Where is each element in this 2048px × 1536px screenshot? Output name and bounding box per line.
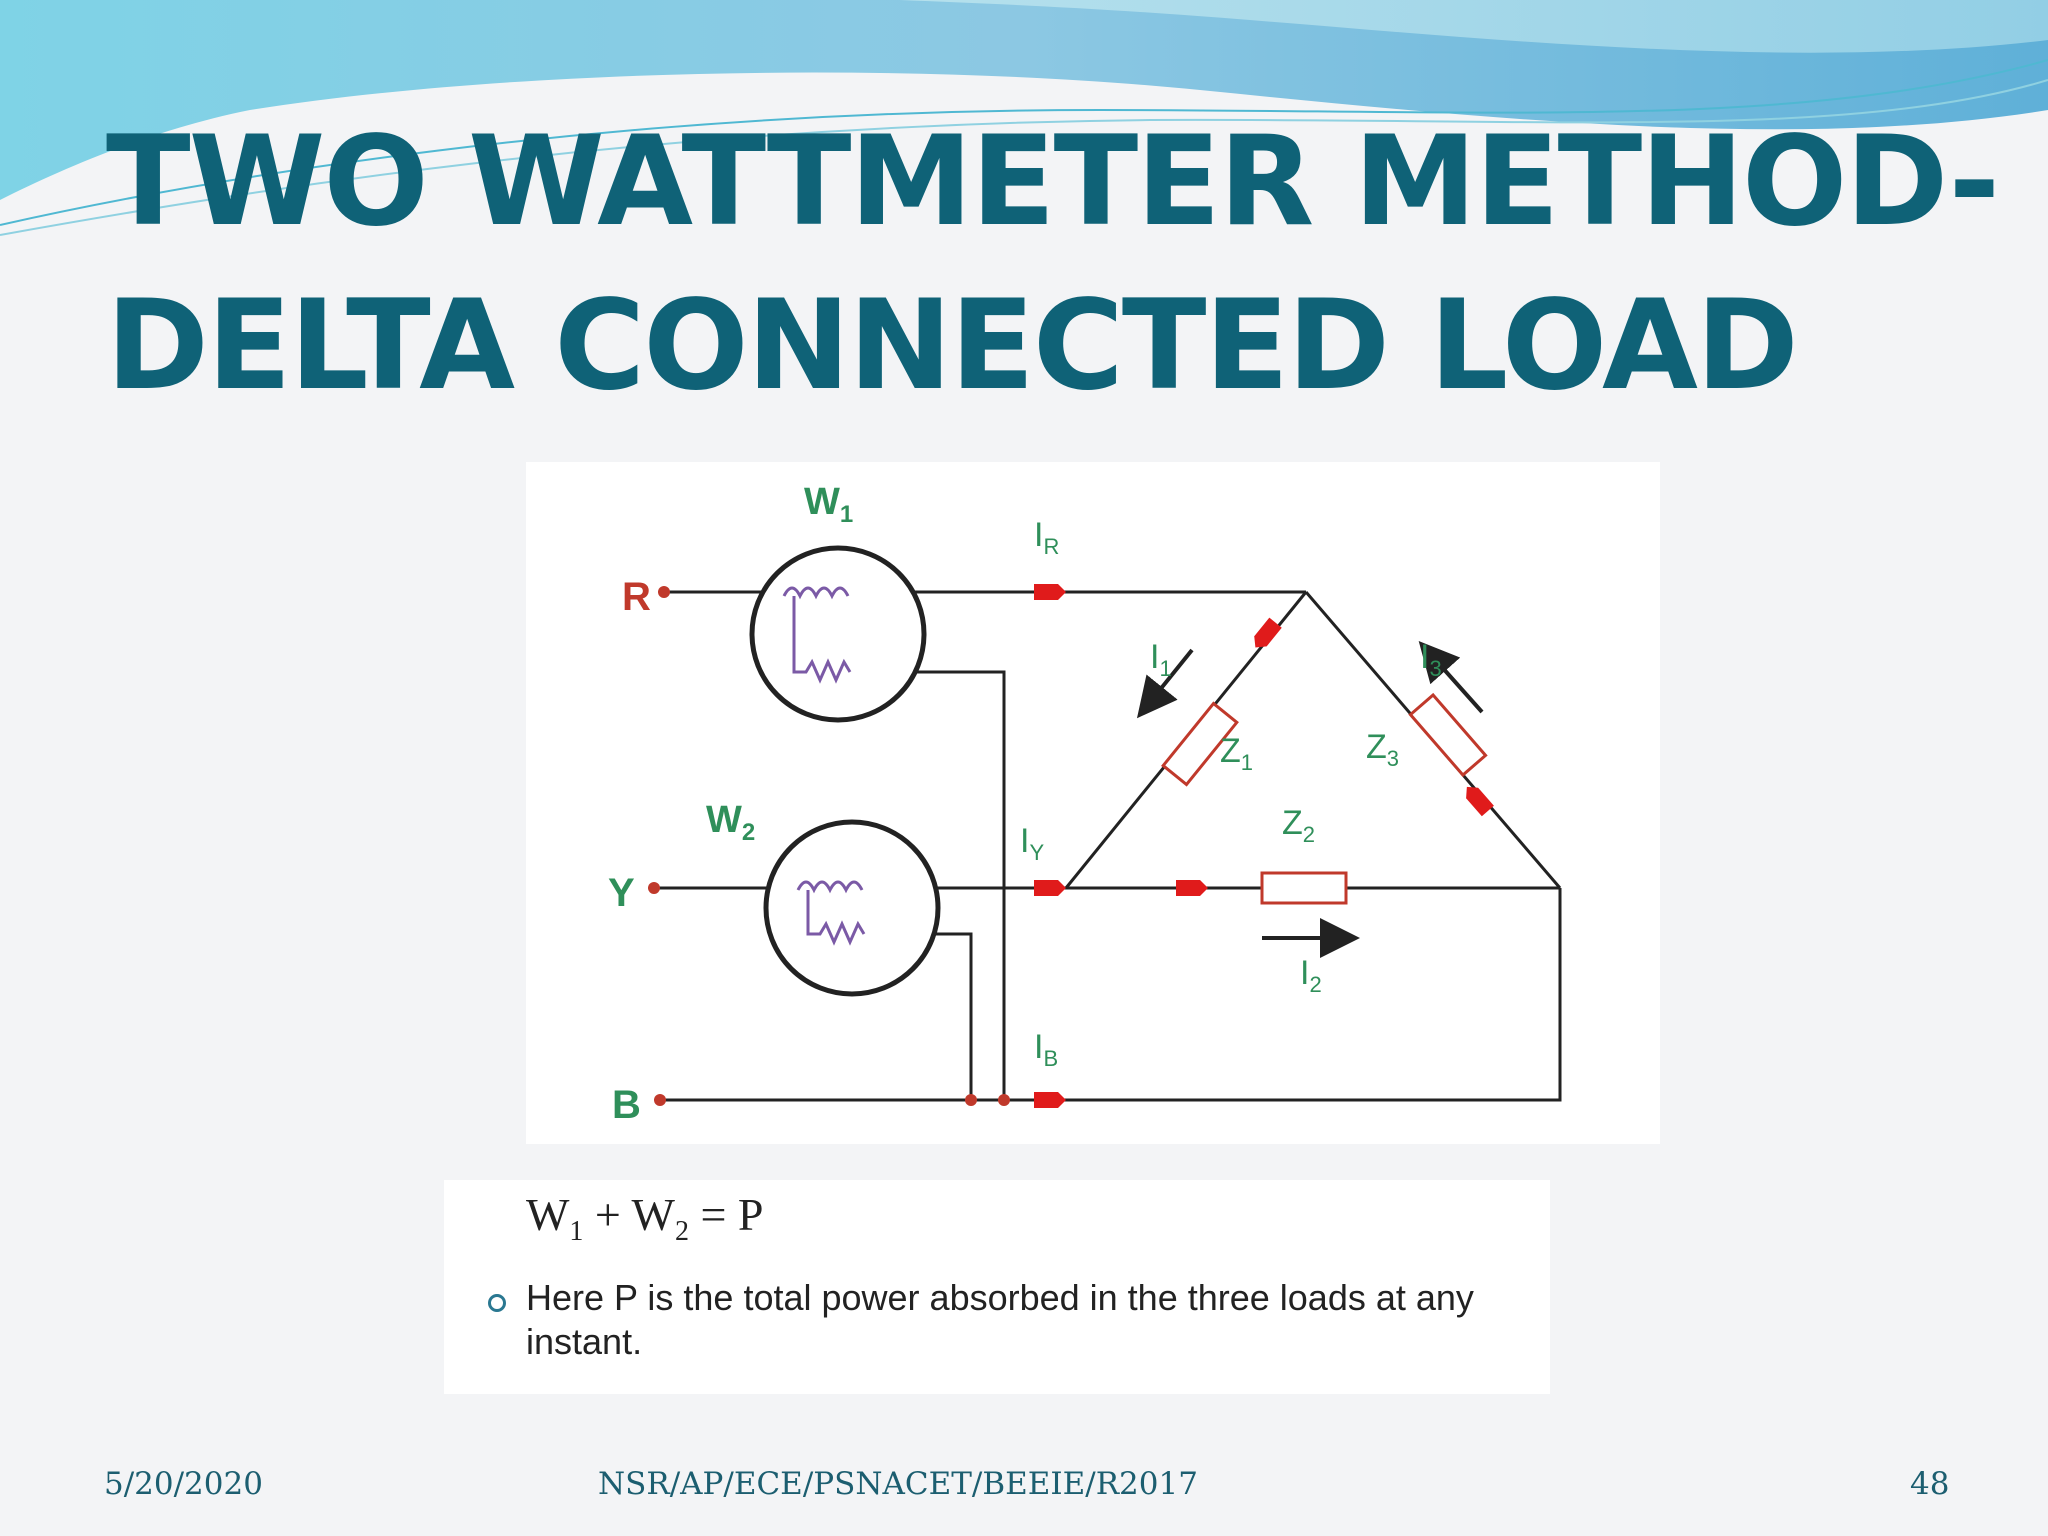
arrow-i2-branch bbox=[1176, 880, 1208, 896]
pressure-coil-w1 bbox=[792, 596, 852, 684]
branch-current-label-i1: I1 bbox=[1150, 638, 1172, 681]
formula-panel: W1 + W2 = P Here P is the total power ab… bbox=[444, 1180, 1550, 1394]
current-coil-w1 bbox=[782, 586, 850, 600]
impedance-z2 bbox=[1260, 871, 1348, 905]
bullet-text: Here P is the total power absorbed in th… bbox=[526, 1277, 1474, 1362]
formula-rhs: = P bbox=[700, 1189, 764, 1240]
header-wave-decoration bbox=[0, 0, 2048, 236]
wattmeter-label-w1: W1 bbox=[804, 481, 853, 528]
footer-course-code: NSR/AP/ECE/PSNACET/BEEIE/R2017 bbox=[598, 1466, 1198, 1502]
current-label-ir: IR bbox=[1034, 516, 1059, 559]
current-label-iy: IY bbox=[1020, 822, 1044, 865]
line-label-b: B bbox=[612, 1083, 641, 1127]
impedance-z1 bbox=[1161, 701, 1239, 787]
impedance-label-z2: Z2 bbox=[1282, 804, 1315, 847]
direction-arrow-i3 bbox=[1418, 641, 1484, 714]
impedance-label-z3: Z3 bbox=[1366, 728, 1399, 771]
current-label-ib: IB bbox=[1034, 1028, 1058, 1071]
wattmeter-label-w2: W2 bbox=[706, 799, 755, 846]
branch-current-label-i3: I3 bbox=[1420, 638, 1442, 681]
pressure-coil-w2 bbox=[806, 890, 866, 946]
direction-arrows bbox=[1136, 641, 1484, 958]
power-formula: W1 + W2 = P bbox=[526, 1188, 764, 1248]
footer-page-number: 48 bbox=[1910, 1466, 1950, 1502]
direction-arrow-i1 bbox=[1136, 648, 1194, 719]
slide-title-line-2: DELTA CONNECTED LOAD bbox=[106, 274, 1799, 418]
circuit-diagram: R Y B W1 W2 IR IY IB Z1 Z2 Z3 I1 I2 I3 bbox=[526, 462, 1660, 1144]
line-label-y: Y bbox=[608, 871, 635, 915]
branch-current-label-i2: I2 bbox=[1300, 954, 1322, 997]
bullet-circle-icon bbox=[488, 1294, 506, 1312]
footer-date: 5/20/2020 bbox=[104, 1466, 263, 1502]
current-coil-w2 bbox=[796, 880, 864, 894]
formula-w1: W bbox=[526, 1189, 570, 1240]
impedance-z3 bbox=[1408, 692, 1488, 778]
current-arrows bbox=[1034, 584, 1494, 1108]
wattmeter-w1 bbox=[749, 545, 927, 723]
slide-title-line-1: TWO WATTMETER METHOD- bbox=[106, 110, 2000, 254]
arrow-i3-branch bbox=[1466, 786, 1494, 817]
formula-w2: W bbox=[631, 1189, 675, 1240]
arrow-iy-line bbox=[1034, 880, 1066, 896]
terminal-dots bbox=[648, 586, 1010, 1106]
wattmeter-w2 bbox=[763, 819, 941, 997]
arrow-ib bbox=[1034, 1092, 1066, 1108]
formula-w2-sub: 2 bbox=[674, 1216, 689, 1248]
line-label-r: R bbox=[622, 575, 651, 619]
formula-plus: + bbox=[594, 1189, 621, 1240]
slide-title: TWO WATTMETER METHOD- DELTA CONNECTED LO… bbox=[106, 100, 2000, 428]
impedance-label-z1: Z1 bbox=[1220, 732, 1253, 775]
arrow-i1-branch bbox=[1254, 617, 1282, 648]
formula-w1-sub: 1 bbox=[569, 1216, 584, 1248]
arrow-ir bbox=[1034, 584, 1066, 600]
